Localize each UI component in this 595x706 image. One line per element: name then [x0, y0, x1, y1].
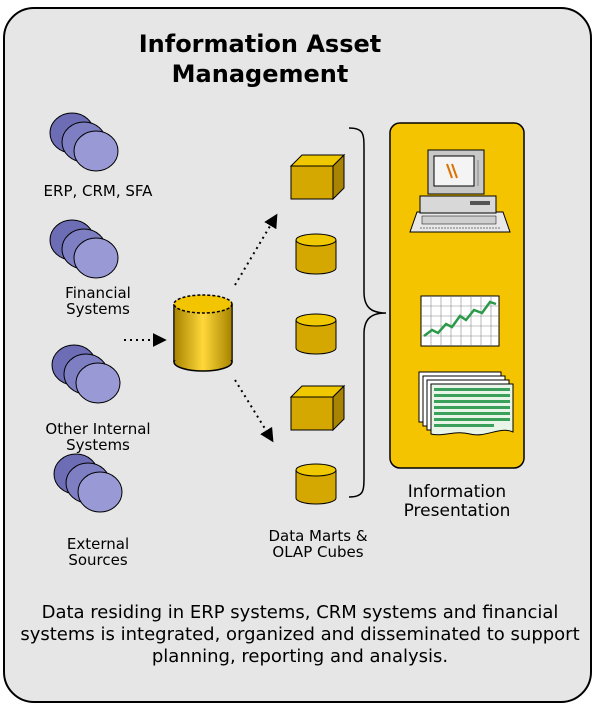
disk-stack-icon: [49, 112, 119, 172]
source-label-internal: Systems: [66, 436, 130, 454]
source-label-internal: Other Internal: [45, 420, 151, 438]
presentation-label: Presentation: [403, 501, 511, 521]
diagram-caption: Data residing in ERP systems, CRM system…: [20, 602, 580, 667]
data-marts-label: Data Marts &: [268, 527, 368, 545]
source-label-external: Sources: [68, 551, 128, 569]
cylinder-icon: [295, 463, 337, 505]
presentation-label: Information: [407, 482, 507, 502]
computer-icon: [409, 149, 511, 233]
diagram-title-line1: Information Asset: [138, 30, 382, 58]
disk-stack-icon: [49, 219, 119, 279]
cylinder-icon: [295, 233, 337, 275]
disk-stack-icon: [53, 453, 123, 513]
disk-stack-icon: [51, 344, 121, 404]
diagram-title-line2: Management: [171, 60, 349, 88]
source-label-external: External: [66, 535, 130, 553]
source-label-erp: ERP, CRM, SFA: [43, 182, 153, 200]
source-label-financial: Systems: [66, 300, 130, 318]
cylinder-icon: [295, 313, 337, 355]
warehouse-cylinder-icon: [173, 294, 233, 372]
chart-icon: [420, 295, 500, 347]
source-label-financial: Financial: [65, 284, 131, 302]
cube-icon: [289, 153, 346, 201]
data-marts-label: OLAP Cubes: [272, 543, 364, 561]
arrow-icon: [234, 213, 278, 286]
brace-icon: [348, 127, 387, 498]
report-icon: [418, 371, 514, 436]
cube-icon: [289, 384, 346, 432]
